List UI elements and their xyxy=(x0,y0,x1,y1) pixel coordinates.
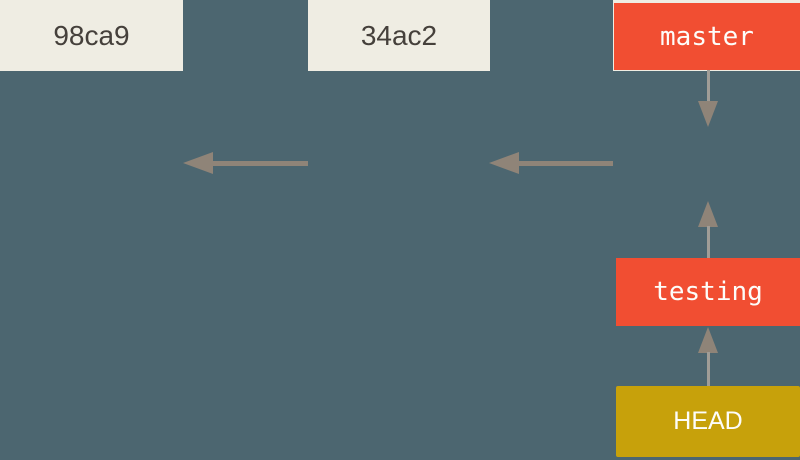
arrowhead-down-icon xyxy=(698,101,718,127)
branch-label-master: master xyxy=(614,3,800,70)
arrow-shaft xyxy=(212,161,308,166)
head-name: HEAD xyxy=(673,407,743,435)
head-label: HEAD xyxy=(616,386,800,457)
branch-name: master xyxy=(660,21,754,52)
arrowhead-up-icon xyxy=(698,201,718,227)
arrow-shaft xyxy=(707,352,710,386)
arrow-shaft xyxy=(707,70,710,102)
arrow-shaft xyxy=(518,161,613,166)
commit-hash: 98ca9 xyxy=(53,19,130,51)
arrowhead-left-icon xyxy=(489,152,519,174)
arrowhead-left-icon xyxy=(183,152,213,174)
branch-label-testing: testing xyxy=(616,258,800,326)
branch-name: testing xyxy=(653,277,763,307)
commit-hash: 34ac2 xyxy=(360,19,438,51)
commit-node-34ac2: 34ac2 xyxy=(308,0,490,71)
arrowhead-up-icon xyxy=(698,327,718,353)
commit-node-98ca9: 98ca9 xyxy=(0,0,183,71)
arrow-shaft xyxy=(707,226,710,258)
